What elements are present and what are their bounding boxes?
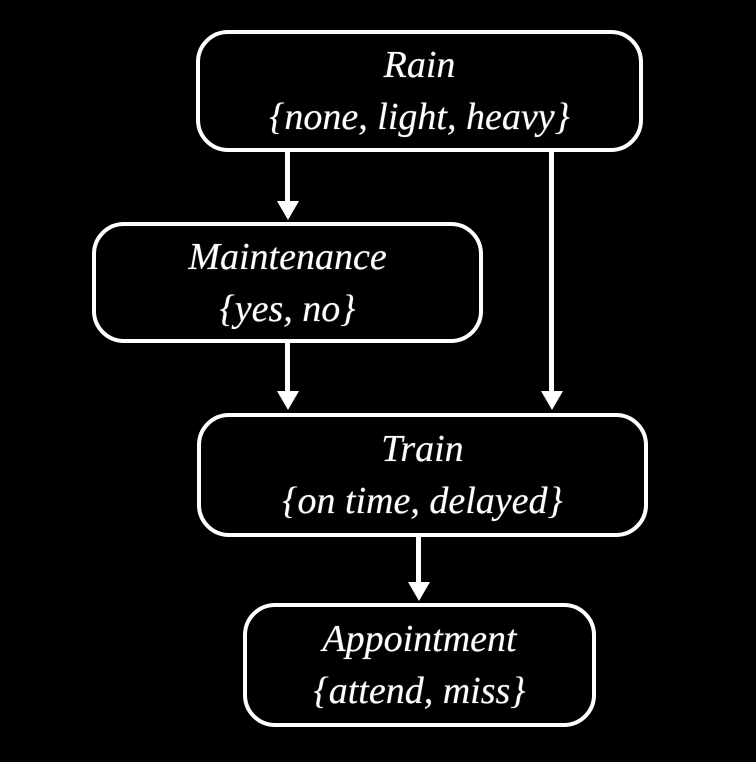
node-rain-label: Rain — [383, 44, 456, 86]
node-maintenance: Maintenance {yes, no} — [92, 222, 483, 343]
edge-train-appointment-arrowhead-icon — [408, 582, 430, 601]
node-appointment: Appointment {attend, miss} — [243, 603, 596, 727]
node-appointment-label: Appointment — [322, 618, 517, 660]
node-train-label: Train — [381, 428, 464, 470]
edge-rain-maintenance-arrowhead-icon — [277, 201, 299, 220]
node-train-domain: {on time, delayed} — [282, 480, 563, 522]
edge-rain-maintenance-line — [285, 152, 290, 202]
edge-rain-train-line — [549, 152, 554, 392]
edge-maintenance-train-line — [285, 343, 290, 392]
node-maintenance-label: Maintenance — [188, 235, 387, 278]
node-appointment-domain: {attend, miss} — [313, 670, 526, 712]
node-rain-domain: {none, light, heavy} — [269, 96, 570, 138]
node-maintenance-domain: {yes, no} — [219, 287, 356, 330]
node-train: Train {on time, delayed} — [197, 413, 648, 537]
edge-maintenance-train-arrowhead-icon — [277, 391, 299, 410]
edge-rain-train-arrowhead-icon — [541, 391, 563, 410]
edge-train-appointment-line — [416, 537, 421, 583]
node-rain: Rain {none, light, heavy} — [196, 30, 643, 152]
